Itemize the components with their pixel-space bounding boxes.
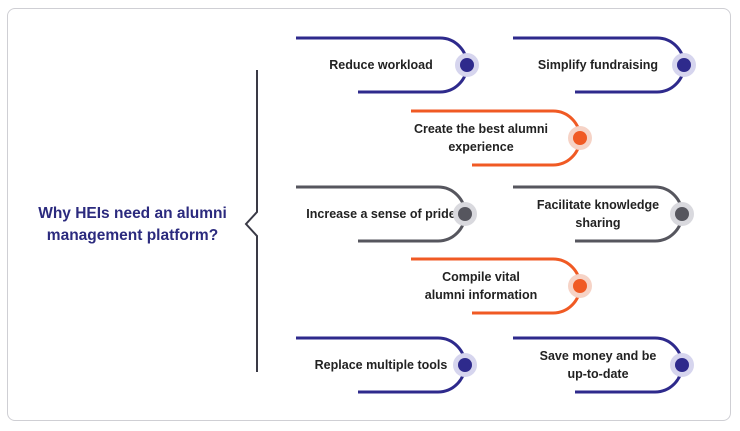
item-best-alumni-experience: Create the best alumni experience [396, 110, 566, 166]
item-replace-tools: Replace multiple tools [296, 337, 466, 393]
item-reduce-workload: Reduce workload [296, 37, 466, 93]
bullet-dot-icon [568, 274, 592, 298]
bullet-dot-icon [453, 202, 477, 226]
bullet-dot-icon [453, 353, 477, 377]
bullet-dot-icon [568, 126, 592, 150]
diagram-frame [7, 8, 731, 421]
item-label: Simplify fundraising [537, 58, 659, 72]
item-knowledge-sharing: Facilitate knowledge sharing [513, 186, 683, 242]
bullet-dot-icon [670, 202, 694, 226]
item-save-money: Save money and be up-to-date [513, 337, 683, 393]
item-label: Create the best alumni experience [413, 122, 549, 154]
item-label: Compile vital alumni information [424, 270, 538, 302]
item-alumni-information: Compile vital alumni information [396, 258, 566, 314]
item-label: Reduce workload [329, 58, 433, 72]
bullet-dot-icon [670, 353, 694, 377]
item-label: Save money and be up-to-date [539, 349, 657, 381]
bullet-dot-icon [455, 53, 479, 77]
item-label: Replace multiple tools [314, 358, 448, 372]
brace-line [244, 70, 258, 372]
item-label: Facilitate knowledge sharing [536, 198, 660, 230]
item-sense-of-pride: Increase a sense of pride [296, 186, 466, 242]
diagram-title: Why HEIs need an alumni management platf… [38, 205, 227, 244]
item-label: Increase a sense of pride [306, 207, 456, 221]
item-simplify-fundraising: Simplify fundraising [513, 37, 683, 93]
bullet-dot-icon [672, 53, 696, 77]
